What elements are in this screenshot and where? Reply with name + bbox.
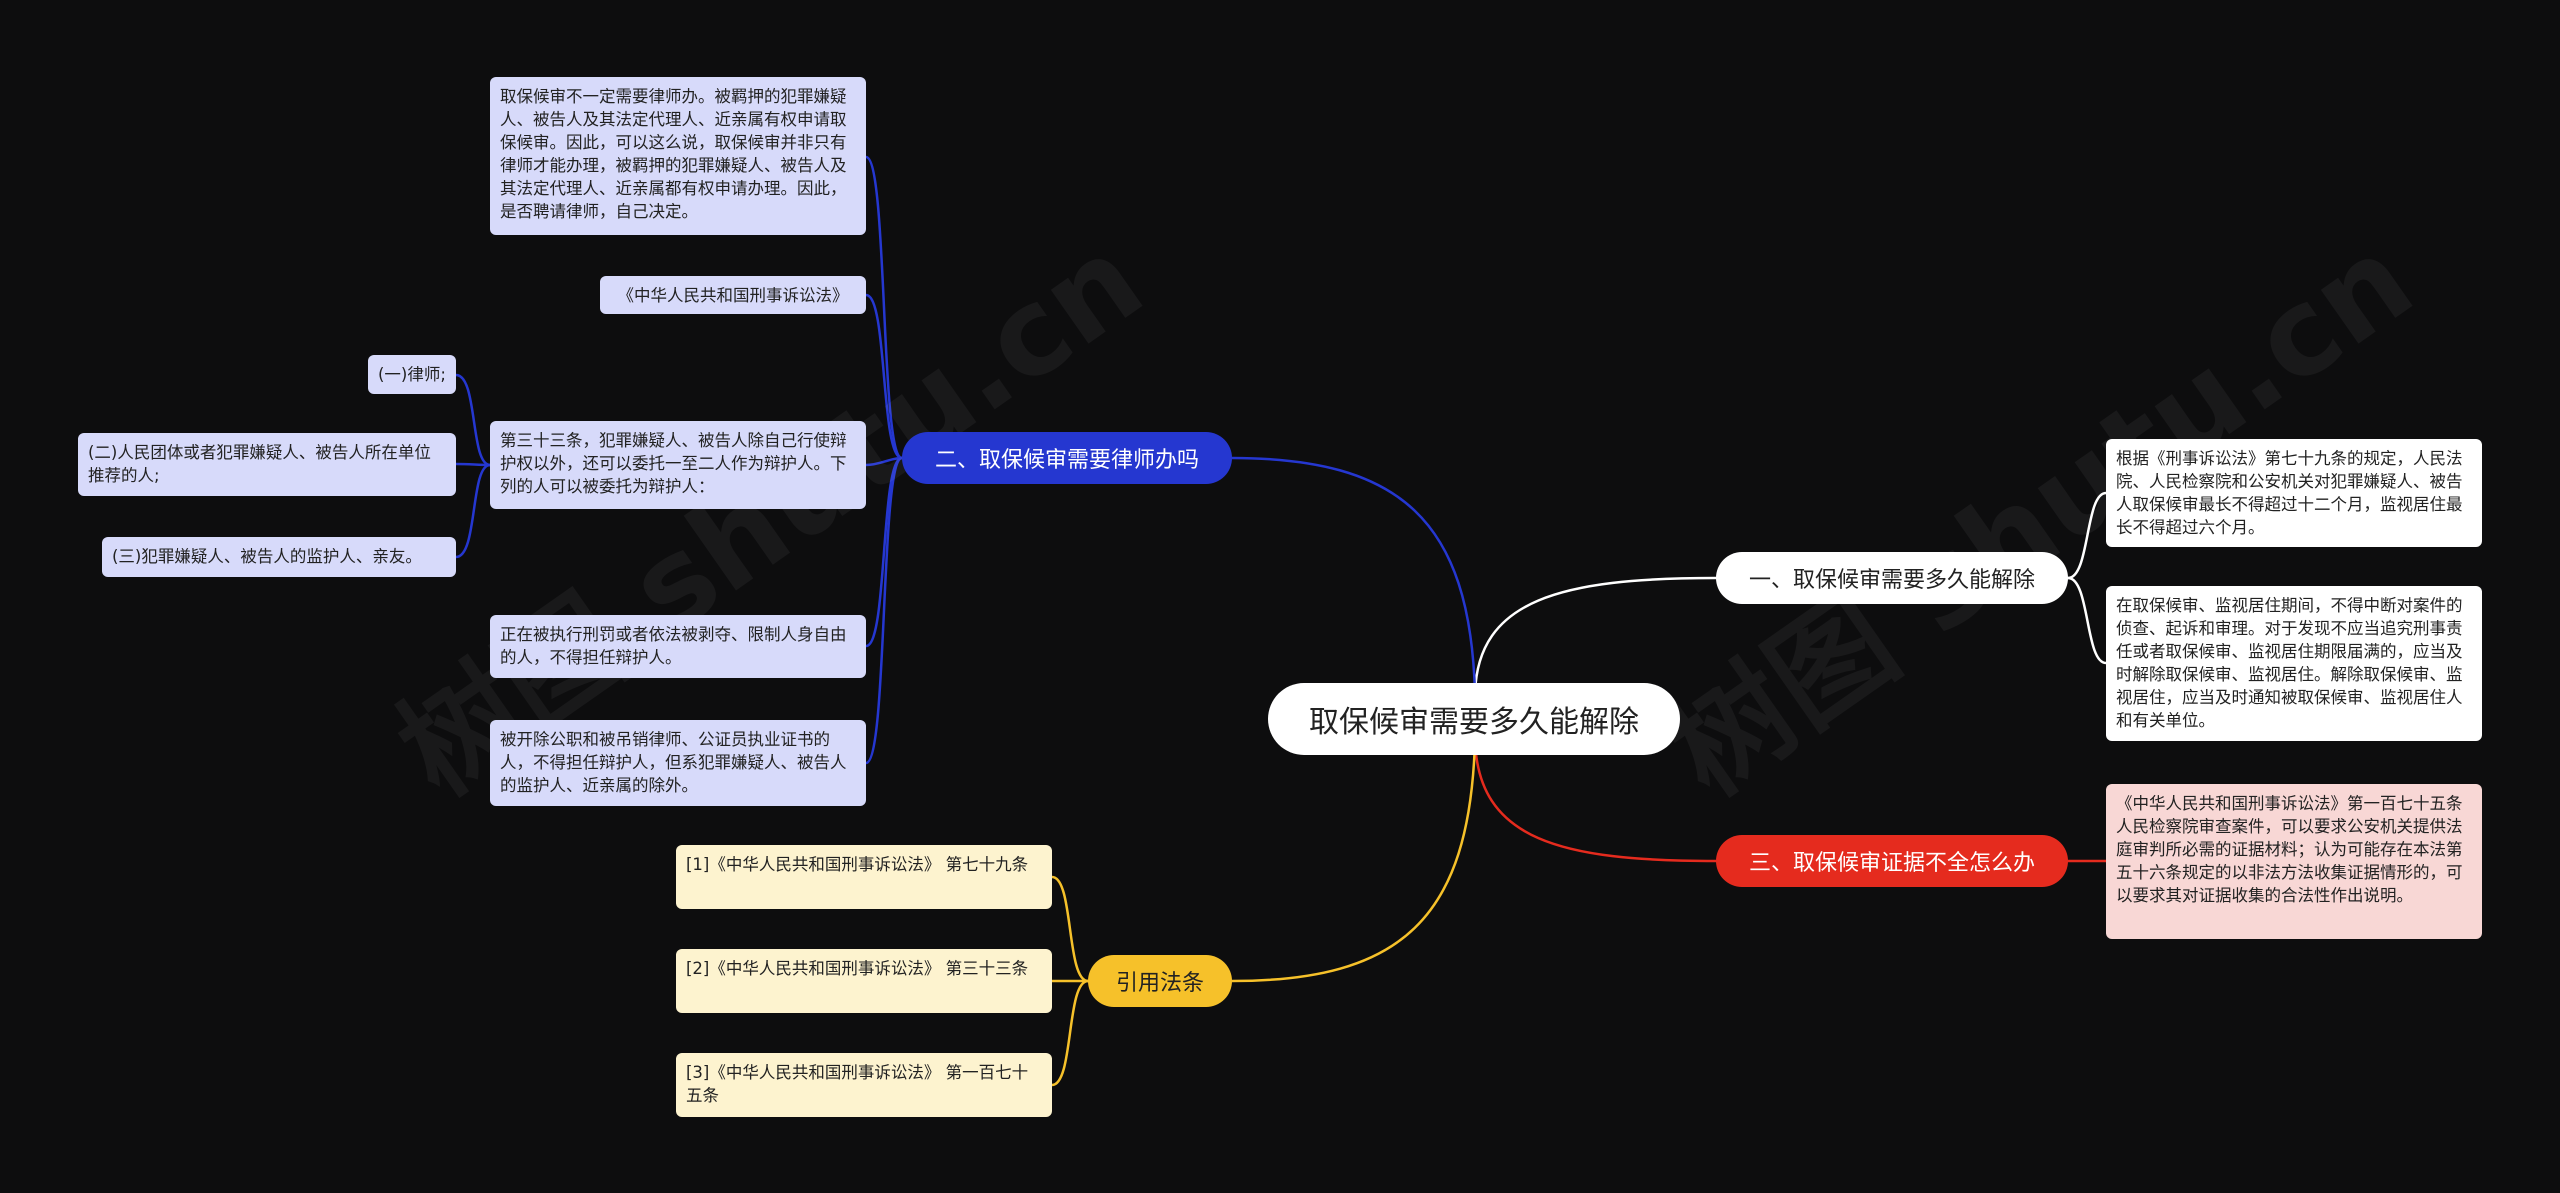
branch-duration[interactable]: 一、取保候审需要多久能解除 (1716, 552, 2068, 604)
edge-b4-leaf3 (1050, 979, 1090, 1087)
edge-sub1 (454, 373, 492, 467)
edge-b4-leaf1 (1050, 875, 1090, 983)
subleaf-lawyer-3[interactable]: (三)犯罪嫌疑人、被告人的监护人、亲友。 (102, 537, 456, 577)
root-topic-label: 取保候审需要多久能解除 (1309, 705, 1639, 740)
edge-sub3 (454, 463, 492, 559)
edge-b2-leaf1 (864, 155, 904, 460)
leaf-lawyer-3[interactable]: 第三十三条，犯罪嫌疑人、被告人除自己行使辩护权以外，还可以委托一至二人作为辩护人… (490, 421, 866, 509)
edge-root-b2 (1230, 456, 1477, 695)
edge-b1-leaf1 (2066, 491, 2108, 580)
leaf-duration-1[interactable]: 根据《刑事诉讼法》第七十九条的规定，人民法院、人民检察院和公安机关对犯罪嫌疑人、… (2106, 439, 2482, 547)
edge-b1-leaf2 (2066, 576, 2108, 665)
leaf-lawyer-5[interactable]: 被开除公职和被吊销律师、公证员执业证书的人，不得担任辩护人，但系犯罪嫌疑人、被告… (490, 720, 866, 806)
edge-b2-leaf2 (864, 293, 904, 460)
branch-lawyer-label: 二、取保候审需要律师办吗 (934, 448, 1199, 473)
leaf-lawyer-1[interactable]: 取保候审不一定需要律师办。被羁押的犯罪嫌疑人、被告人及其法定代理人、近亲属有权申… (490, 77, 866, 235)
edge-root-b4 (1230, 738, 1477, 983)
subleaf-lawyer-2[interactable]: (二)人民团体或者犯罪嫌疑人、被告人所在单位推荐的人; (78, 433, 456, 496)
edge-sub2 (454, 462, 492, 467)
citation-3[interactable]: [3]《中华人民共和国刑事诉讼法》 第一百七十五条 (676, 1053, 1052, 1117)
subleaf-lawyer-1[interactable]: (一)律师; (368, 355, 456, 394)
leaf-lawyer-2[interactable]: 《中华人民共和国刑事诉讼法》 (600, 276, 866, 314)
root-topic[interactable]: 取保候审需要多久能解除 (1268, 683, 1680, 755)
edge-root-b3 (1473, 738, 1718, 863)
leaf-evidence-1[interactable]: 《中华人民共和国刑事诉讼法》第一百七十五条人民检察院审查案件，可以要求公安机关提… (2106, 784, 2482, 939)
leaf-duration-2[interactable]: 在取保候审、监视居住期间，不得中断对案件的侦查、起诉和审理。对于发现不应当追究刑… (2106, 586, 2482, 741)
citation-2[interactable]: [2]《中华人民共和国刑事诉讼法》 第三十三条 (676, 949, 1052, 1013)
branch-duration-label: 一、取保候审需要多久能解除 (1748, 568, 2035, 593)
citation-1[interactable]: [1]《中华人民共和国刑事诉讼法》 第七十九条 (676, 845, 1052, 909)
branch-evidence-label: 三、取保候审证据不全怎么办 (1748, 851, 2035, 876)
edge-b2-leaf5 (864, 456, 904, 765)
edge-root-b1 (1473, 576, 1718, 695)
branch-lawyer[interactable]: 二、取保候审需要律师办吗 (902, 432, 1232, 484)
branch-citations-label: 引用法条 (1115, 971, 1204, 996)
branch-evidence[interactable]: 三、取保候审证据不全怎么办 (1716, 835, 2068, 887)
branch-citations[interactable]: 引用法条 (1088, 955, 1232, 1007)
leaf-lawyer-4[interactable]: 正在被执行刑罚或者依法被剥夺、限制人身自由的人，不得担任辩护人。 (490, 615, 866, 678)
edge-b2-leaf4 (864, 456, 904, 648)
